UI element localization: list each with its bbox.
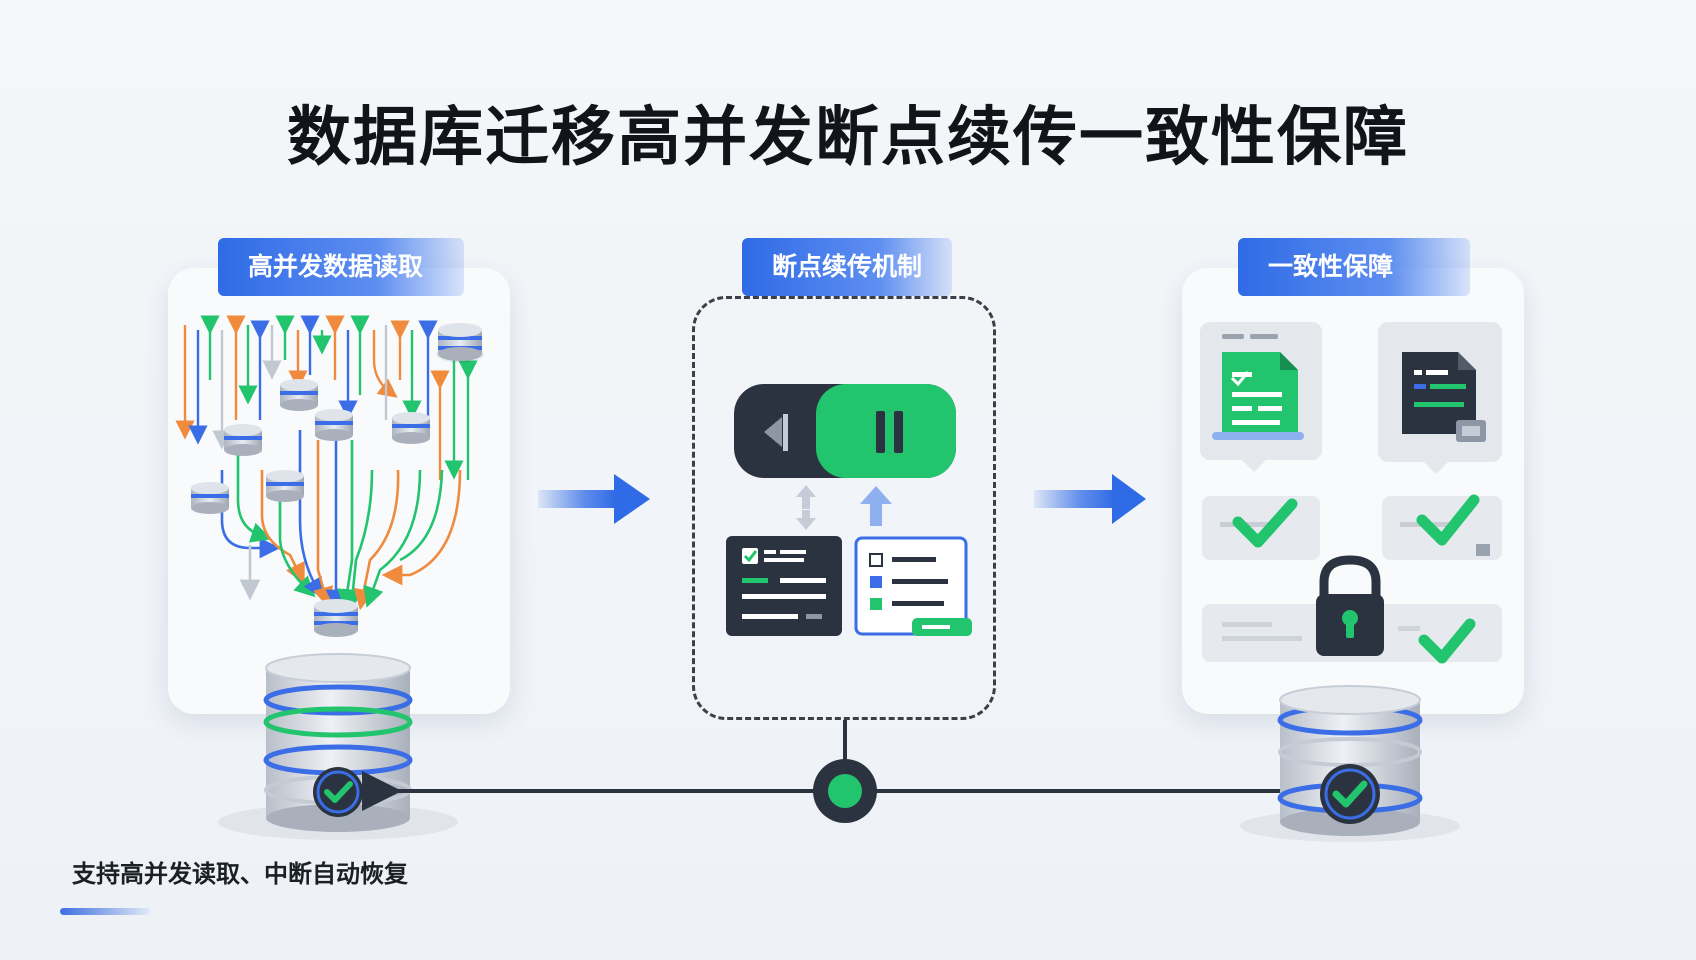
database-icon — [280, 379, 318, 411]
rewind-icon — [764, 414, 788, 451]
small-database-icons — [191, 323, 484, 637]
consistency-label: 一致性保障 — [1238, 238, 1470, 296]
footer-caption: 支持高并发读取、中断自动恢复 — [72, 860, 408, 888]
checkmark-icon — [1418, 618, 1476, 664]
concurrent-streams — [175, 315, 484, 637]
breakpoint-node-icon — [813, 759, 877, 823]
checkmark-icon — [1232, 498, 1298, 548]
document-icon — [1200, 322, 1322, 472]
checkmark-icon — [1416, 494, 1480, 546]
arrow-right-icon — [538, 474, 650, 524]
document-icon — [1378, 322, 1502, 474]
checkmark-row — [1202, 496, 1320, 560]
verified-badge-icon — [1320, 764, 1380, 824]
timeline — [362, 720, 1332, 823]
resume-mechanism-label: 断点续传机制 — [742, 238, 952, 296]
checklist-icon — [854, 536, 972, 636]
pause-resume-toggle — [734, 384, 956, 478]
locked-row — [1202, 555, 1502, 664]
arrow-right-icon — [1034, 474, 1146, 524]
database-icon — [315, 409, 353, 441]
database-icon — [436, 323, 484, 363]
pause-icon — [876, 411, 903, 453]
source-database-icon — [218, 653, 458, 840]
database-icon — [392, 412, 430, 444]
target-database-icon — [1240, 685, 1460, 842]
checkpoint-log-icon — [726, 536, 842, 636]
checkmark-row — [1382, 494, 1502, 560]
lock-icon — [1316, 555, 1384, 656]
sync-arrows-icon — [796, 485, 892, 530]
consistency-artifacts — [1200, 322, 1502, 664]
verified-badge-icon — [313, 767, 363, 817]
page-title: 数据库迁移高并发断点续传一致性保障 — [287, 101, 1409, 175]
database-icon — [266, 470, 304, 502]
database-icon — [191, 482, 229, 514]
database-icon — [224, 424, 262, 456]
resume-mechanism-panel — [692, 296, 996, 720]
footer-accent-bar — [60, 908, 150, 915]
concurrent-read-label: 高并发数据读取 — [218, 238, 464, 296]
database-icon — [314, 599, 358, 637]
